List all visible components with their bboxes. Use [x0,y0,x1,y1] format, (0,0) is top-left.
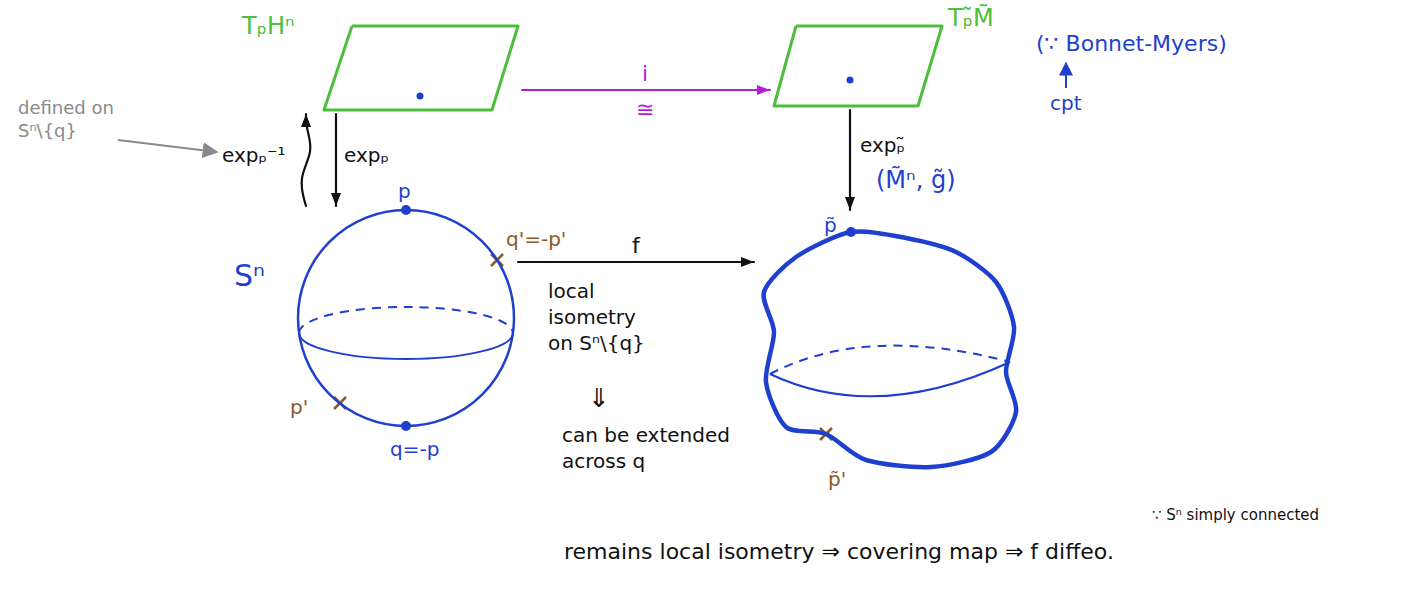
note: can be extended across q [562,422,734,474]
tangent-space-label: TₚHⁿ [242,12,295,41]
point-label: q'=-p' [506,226,566,252]
exp-arrow [335,114,337,206]
conclusion: remains local isometry ⇒ covering map ⇒ … [564,538,1114,567]
leader-arrow [1065,63,1067,88]
origin-dot [847,77,854,84]
edge-label: expₚ⁻¹ [222,142,286,168]
equator [770,362,1010,396]
sphere-outline [298,210,514,426]
point-label: p' [290,394,308,420]
sphere-outline [296,208,516,428]
arrowhead [845,197,855,210]
tangent-plane-outline [772,24,944,108]
exp-arrow [849,110,851,210]
note: defined on Sⁿ\{q} [18,96,116,143]
exp-inverse-arrow [302,114,311,206]
arrowhead [331,193,341,206]
point-label: q=-p [390,436,439,462]
origin-dot [417,93,424,100]
implication-symbol: ⇓ [588,382,610,416]
point-label: p [398,178,411,204]
connector-group [522,85,770,95]
note: (∵ Bonnet-Myers) [1036,30,1227,59]
sphere-label: Sⁿ [234,258,265,294]
edge-label: expₚ̃ [860,132,905,158]
note: cpt [1050,90,1082,116]
manifold-blob-outline [756,212,1024,474]
tangent-plane: TₚHⁿ [322,24,520,112]
sphere: Sⁿ [296,208,516,428]
connector-group [518,257,754,267]
tangent-plane: Tₚ̃M̃ [772,24,944,108]
manifold-blob: (M̃ⁿ, g̃) [756,212,1024,474]
arrowhead [757,85,770,95]
edge-label: i [642,60,648,89]
equator-hidden [770,346,1010,374]
equator-hidden [299,307,513,333]
math-symbol: ≅ [636,96,654,125]
plane-outline [774,26,942,106]
arrowhead [741,257,754,267]
note: local isometry on Sⁿ\{q} [548,278,660,356]
equator [299,333,513,359]
manifold-label: (M̃ⁿ, g̃) [876,166,956,195]
edge-label: expₚ [344,142,389,168]
map-arrow [518,261,754,263]
connector-group [301,114,311,206]
edge-label: f [632,232,640,261]
connector-group [845,110,855,210]
arrowhead [301,114,311,127]
tangent-plane-outline [322,24,520,112]
leader-arrow [118,140,217,152]
tangent-space-label: Tₚ̃M̃ [948,4,994,33]
manifold-outline [764,231,1017,467]
note: ∵ Sⁿ simply connected [1152,506,1319,526]
plane-outline [324,26,518,110]
connector-group [331,114,341,206]
point-label: p̃' [828,466,846,492]
point-label: p̃ [824,212,837,238]
isomorphism-arrow [522,89,770,91]
